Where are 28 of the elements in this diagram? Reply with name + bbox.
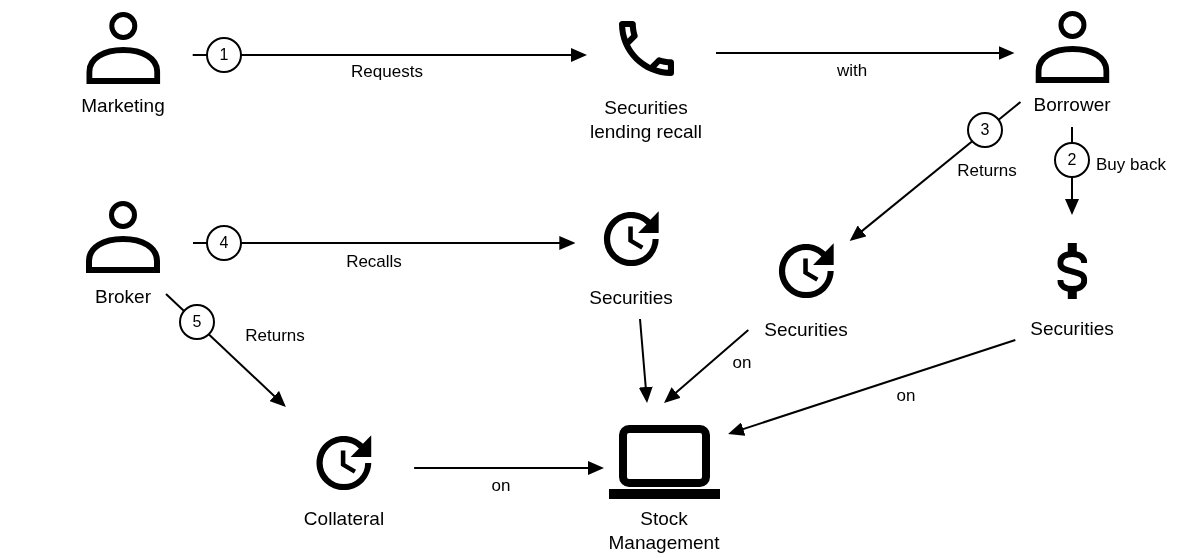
edge-label: on [896,386,916,406]
edge-label: Buy back [1096,155,1166,175]
node-label: Marketing [81,94,165,118]
callout-number: 2 [1054,142,1090,178]
node-label: Broker [95,285,151,309]
arrow [638,318,653,403]
node-label: Securities lending recall [589,96,703,144]
callout-number: 5 [179,304,215,340]
callout-number: 4 [206,225,242,261]
edge-label: Requests [351,62,423,82]
edge-label: on [732,353,752,373]
callout-number: 1 [206,37,242,73]
callout-number: 3 [967,112,1003,148]
arrow [413,461,604,475]
edge-label: on [491,476,511,496]
node-label: Collateral [303,507,385,531]
arrow [715,46,1015,60]
arrow [728,339,1017,436]
node-label: Securities [764,318,848,342]
node-label: Stock Management [607,507,721,555]
edge-label: with [836,61,868,81]
edge-label: Returns [245,326,305,346]
arrow [664,329,750,403]
edge-label: Recalls [346,252,402,272]
node-label: Securities [589,286,673,310]
node-label: Securities [1030,317,1114,341]
node-label: Borrower [1033,93,1111,117]
edge-label: Returns [957,161,1017,181]
